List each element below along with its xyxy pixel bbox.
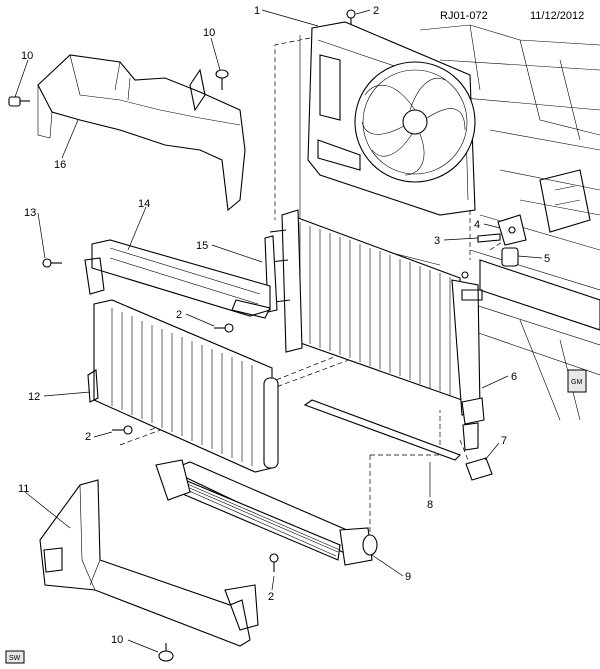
part-radiator-assembly xyxy=(269,209,483,416)
callout-2: 2 xyxy=(373,5,379,17)
part-5-isolator xyxy=(501,247,519,267)
part-2-bolt-condenser xyxy=(214,323,234,333)
callout-2: 2 xyxy=(85,431,91,443)
callout-16: 16 xyxy=(54,159,66,171)
callout-1: 1 xyxy=(254,5,260,17)
leader-lines xyxy=(14,9,543,653)
diagram-date: 11/12/2012 xyxy=(530,10,584,22)
part-10-push-pin-left xyxy=(8,96,30,107)
callout-2: 2 xyxy=(268,591,274,603)
callout-2: 2 xyxy=(176,309,182,321)
diagram-id: RJ01-072 xyxy=(440,10,488,22)
part-9-charge-air-cooler xyxy=(155,459,378,566)
part-12-ac-condenser xyxy=(87,299,279,473)
callout-9: 9 xyxy=(405,571,411,583)
part-16-upper-air-baffle xyxy=(37,54,246,212)
callout-3: 3 xyxy=(434,235,440,247)
callout-12: 12 xyxy=(28,391,40,403)
callout-4: 4 xyxy=(474,219,480,231)
part-14-upper-air-deflector xyxy=(84,239,271,319)
part-6-radiator-bracket xyxy=(461,397,485,451)
part-11-lower-air-deflector xyxy=(39,479,259,647)
callout-15: 15 xyxy=(196,240,208,252)
sw-badge-box: SW xyxy=(5,650,25,664)
part-7-lower-insulator xyxy=(465,457,493,481)
callout-10: 10 xyxy=(203,27,215,39)
callout-14: 14 xyxy=(138,198,150,210)
vehicle-frame-structure: GM xyxy=(419,24,600,421)
callout-10: 10 xyxy=(21,50,33,62)
part-1-fan-shroud-assembly xyxy=(299,21,476,266)
callout-8: 8 xyxy=(427,499,433,511)
sw-badge: SW xyxy=(9,655,21,662)
callout-labels: 1 2 10 10 16 13 14 15 4 3 5 2 12 6 2 7 8… xyxy=(18,5,550,646)
callout-6: 6 xyxy=(511,371,517,383)
callout-10: 10 xyxy=(111,634,123,646)
callout-5: 5 xyxy=(544,253,550,265)
part-2-bolt-lower-right xyxy=(269,553,279,572)
callout-7: 7 xyxy=(501,435,507,447)
part-2-bolt-lower-left xyxy=(112,425,133,435)
gm-logo-box xyxy=(567,369,587,393)
callout-13: 13 xyxy=(24,207,36,219)
gm-badge: GM xyxy=(571,379,582,386)
part-8-lower-air-seal xyxy=(303,399,461,461)
part-3-bolt xyxy=(477,233,501,243)
part-4-bracket xyxy=(497,214,527,246)
part-10-push-pin-top xyxy=(215,69,229,90)
part-2-bolt-top xyxy=(346,9,356,24)
part-10-push-pin-bottom xyxy=(158,643,174,662)
callout-11: 11 xyxy=(18,483,29,495)
part-13-bolt xyxy=(42,258,62,268)
